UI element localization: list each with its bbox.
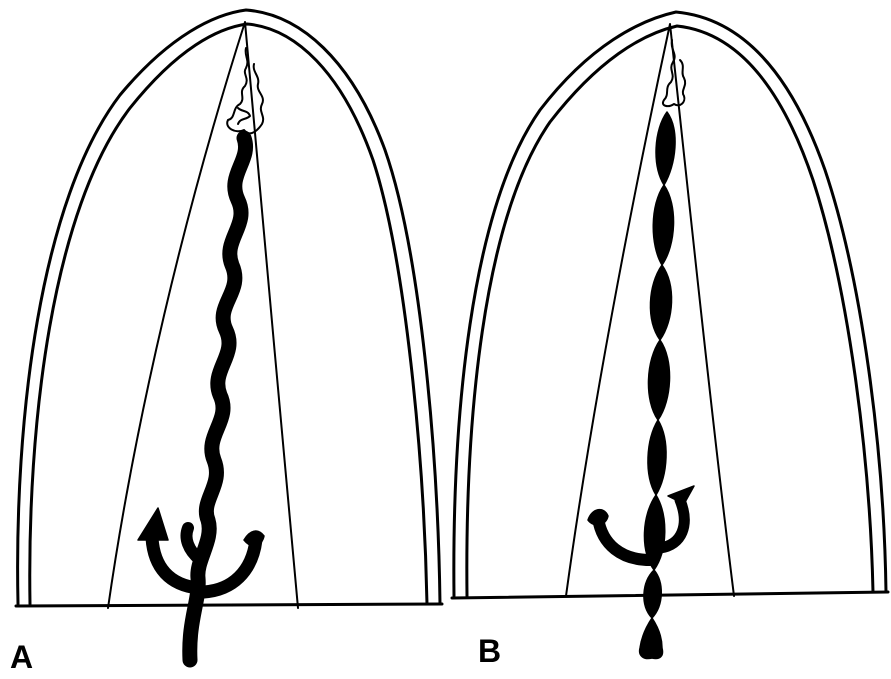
- panel-a-left-arrowhead: [138, 508, 168, 540]
- panel-a-right-arm-tip: [244, 531, 264, 546]
- panel-b-hypha: [640, 112, 675, 659]
- panel-a-mid-arm: [187, 528, 201, 560]
- panel-a-label: A: [10, 639, 33, 675]
- panel-b-left-arm: [598, 518, 650, 560]
- panel-b-right-arrowhead: [668, 486, 694, 504]
- panel-b-label: B: [478, 633, 501, 669]
- panel-a-base-line: [16, 604, 442, 606]
- panel-b-left-arm-tip: [588, 510, 608, 525]
- panel-a: [16, 10, 442, 660]
- panel-b-tip-froth: [663, 40, 685, 106]
- panel-b-base-line: [452, 592, 888, 598]
- panel-b: [452, 12, 888, 659]
